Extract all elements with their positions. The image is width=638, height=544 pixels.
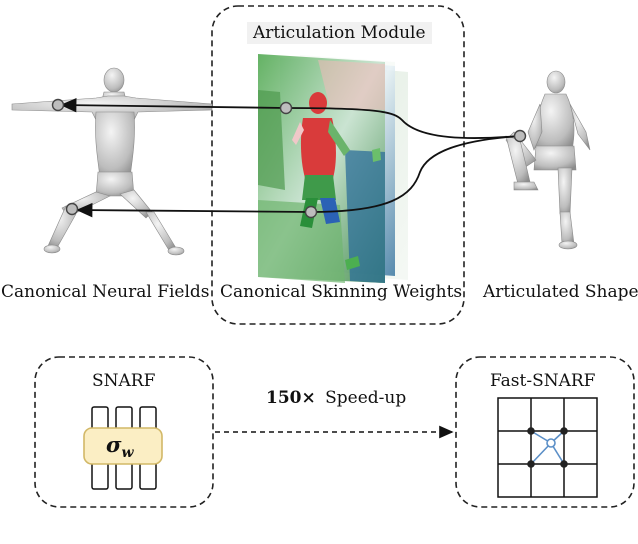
articulated-body-figure xyxy=(505,70,591,250)
snarf-title: SNARF xyxy=(92,371,156,391)
articulation-module-title: Articulation Module xyxy=(247,22,432,44)
grid-corner-points xyxy=(527,427,568,468)
correspondence-points xyxy=(51,98,527,219)
sigma-symbol: σ xyxy=(106,432,122,457)
label-canonical-skinning-weights: Canonical Skinning Weights xyxy=(220,282,463,302)
sigma-box xyxy=(83,427,163,465)
sigma-label: σw xyxy=(106,432,134,461)
skinning-body-silhouette xyxy=(292,92,381,270)
correspondence-arrows xyxy=(60,97,521,218)
speedup-number: 150× xyxy=(266,388,316,408)
speedup-text: Speed-up xyxy=(325,388,407,408)
articulation-module-box xyxy=(211,5,465,325)
trilinear-interpolation-lines xyxy=(530,430,565,465)
fast-snarf-title: Fast-SNARF xyxy=(490,371,596,391)
speedup-label: 150× Speed-up xyxy=(266,388,406,408)
snarf-box xyxy=(34,356,214,508)
label-canonical-neural-fields: Canonical Neural Fields xyxy=(1,282,210,302)
label-articulated-shapes: Articulated Shapes xyxy=(483,282,638,302)
sigma-subscript: w xyxy=(121,445,134,462)
voxel-grid-icon xyxy=(497,397,598,498)
query-point xyxy=(546,438,556,448)
canonical-body-figure xyxy=(11,67,213,256)
fast-snarf-box xyxy=(455,356,635,508)
